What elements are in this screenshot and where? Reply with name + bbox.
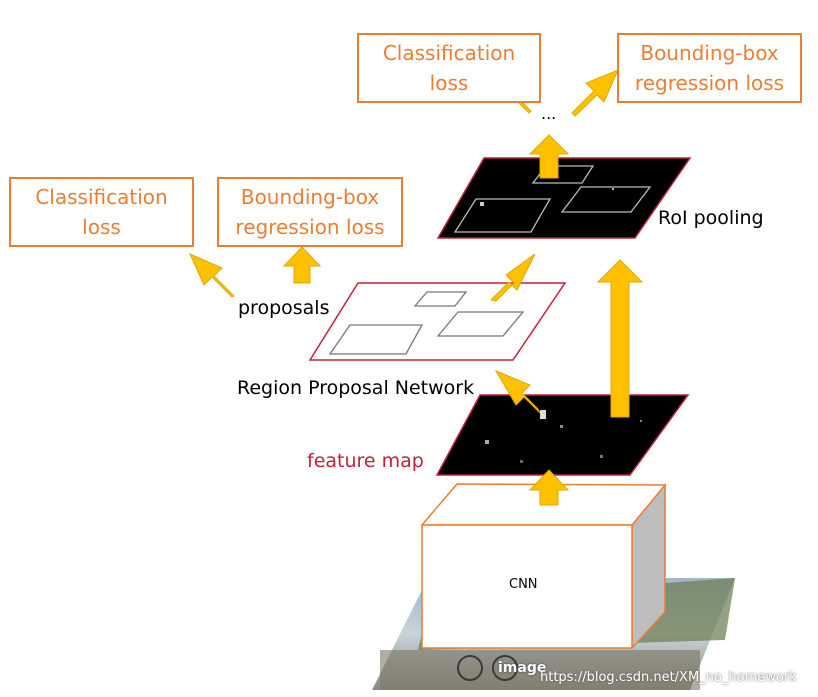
rpn-proposals-plane xyxy=(308,282,567,361)
rpn-bbox-loss-line1: Bounding-box xyxy=(240,185,380,209)
arrow-rpn-to-roi xyxy=(489,253,536,302)
feature-map-label: feature map xyxy=(307,450,424,472)
watermark-text: https://blog.csdn.net/XM_no_homework xyxy=(540,670,797,685)
roi-pooling-label: RoI pooling xyxy=(658,207,764,229)
roi-pooling-plane xyxy=(436,157,692,239)
arrow-cnn-to-feature xyxy=(528,469,570,506)
rpn-bbox-loss-line2: regression loss xyxy=(235,215,385,239)
arrow-roi-up xyxy=(528,134,570,179)
ellipsis-label: ... xyxy=(541,104,557,123)
arrow-to-rpn-bbox xyxy=(282,246,322,284)
arrow-to-top-bbox xyxy=(571,69,619,117)
top-classification-loss-line2: loss xyxy=(429,71,469,95)
top-bbox-loss-line1: Bounding-box xyxy=(640,41,779,65)
rpn-label: Region Proposal Network xyxy=(237,377,475,399)
arrow-feature-to-roi xyxy=(596,259,644,418)
top-bbox-regression-loss-box: Bounding-box regression loss xyxy=(617,33,802,103)
rpn-bbox-regression-loss-box: Bounding-box regression loss xyxy=(217,177,403,247)
cnn-label: CNN xyxy=(509,577,538,592)
proposals-label: proposals xyxy=(238,297,330,319)
top-bbox-loss-line2: regression loss xyxy=(634,71,785,95)
rpn-classification-loss-box: Classification loss xyxy=(9,177,194,247)
top-classification-loss-line1: Classification xyxy=(382,41,516,65)
rpn-classification-loss-line2: loss xyxy=(82,215,121,239)
top-classification-loss-box: Classification loss xyxy=(357,33,541,103)
arrow-feature-to-rpn xyxy=(494,369,541,414)
arrow-to-rpn-classification xyxy=(189,253,235,298)
rpn-classification-loss-line1: Classification xyxy=(35,185,168,209)
image-label: image xyxy=(498,660,547,676)
cnn-box xyxy=(420,482,667,650)
feature-map-plane xyxy=(435,394,690,476)
